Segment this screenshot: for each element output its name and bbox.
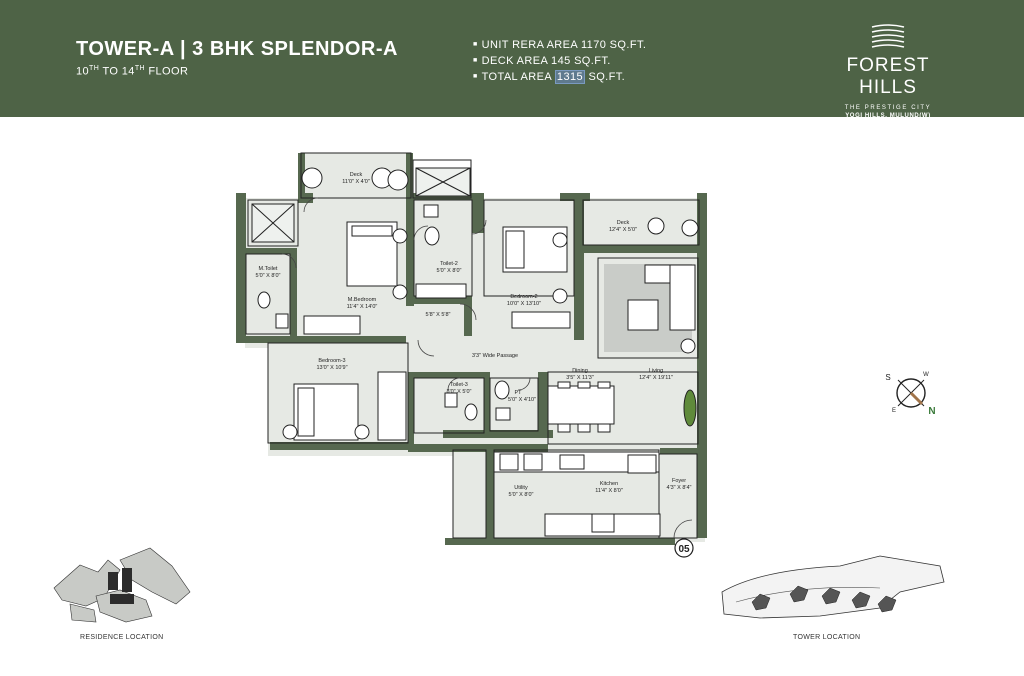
residence-location-map [53,547,191,623]
bedroom-3-label: Bedroom-3 [318,358,345,364]
dining-label: Dining [572,368,588,374]
foyer-label: Foyer [672,478,686,484]
page-title: TOWER-A | 3 BHK SPLENDOR-A [76,38,398,60]
room-labels: Deck 11'0" X 4'0" Deck 12'4" X 5'0" M.To… [256,172,692,498]
door-swings [281,197,693,539]
brand-block: FOREST HILLS THE PRESTIGE CITY YOGI HILL… [826,22,950,119]
compass-s: S [885,373,890,382]
toilet-2-label: Toilet-2 [440,261,458,267]
dining-dim: 3'5" X 11'3" [566,375,594,381]
pt-label: PT [514,390,522,396]
kitchen-dim: 11'4" X 8'0" [595,488,623,494]
fixtures [251,167,699,537]
total-area-value: 1315 [554,70,585,84]
header-bar: TOWER-A | 3 BHK SPLENDOR-A 10TH TO 14TH … [0,0,1024,119]
unit-number: 05 [678,544,690,555]
toilet-2-dim: 5'0" X 8'0" [437,268,462,274]
toilet-3-dim: 8'0" X 5'0" [447,389,472,395]
m-bedroom-dim: 11'4" X 14'0" [347,304,378,310]
utility-dim: 5'0" X 8'0" [509,492,534,498]
compass-n: N [928,406,935,417]
bedroom-2-dim: 10'0" X 13'10" [507,301,541,307]
utility-label: Utility [514,485,528,491]
unit-rera-area: UNIT RERA AREA 1170 SQ.FT. [473,37,646,53]
floor-range: 10TH TO 14TH FLOOR [76,65,189,78]
deck-1-dim: 11'0" X 4'0" [342,179,370,185]
deck-2-dim: 12'4" X 5'0" [609,227,637,233]
deck-2-label: Deck [617,220,630,226]
m-toilet-label: M.Toilet [259,266,278,272]
kitchen-label: Kitchen [600,481,618,487]
bedroom-3-dim: 13'0" X 10'9" [316,365,347,371]
passage-label: 3'3" Wide Passage [472,353,518,359]
tower-location-label: TOWER LOCATION [793,634,861,641]
area-list: UNIT RERA AREA 1170 SQ.FT. DECK AREA 145… [473,37,646,85]
pt-dim: 5'0" X 4'10" [508,397,536,403]
residence-location-label: RESIDENCE LOCATION [80,634,164,641]
m-bedroom-label: M.Bedroom [348,297,377,303]
compass-w: W [923,372,929,378]
corridor-dim: 5'8" X 5'8" [426,312,451,318]
m-toilet-dim: 5'0" X 8'0" [256,273,281,279]
total-area: TOTAL AREA 1315 SQ.FT. [473,69,646,85]
brand-name: FOREST HILLS [846,55,930,98]
tower-location-map [721,555,945,619]
floor-plan: Deck 11'0" X 4'0" Deck 12'4" X 5'0" M.To… [53,152,945,623]
brand-tagline: THE PRESTIGE CITY [844,105,932,111]
living-label: Living [649,368,663,374]
deck-1-label: Deck [350,172,363,178]
compass-icon: S W E N [885,372,935,417]
brand-location: YOGI HILLS, MULUND(W) [845,113,931,119]
toilet-3-label: Toilet-3 [450,382,468,388]
living-dim: 12'4" X 19'11" [639,375,673,381]
deck-area: DECK AREA 145 SQ.FT. [473,53,646,69]
unit-number-badge: 05 [674,538,694,558]
compass-e: E [892,408,896,414]
bedroom-2-label: Bedroom-2 [510,294,537,300]
foyer-dim: 4'3" X 8'4" [667,485,692,491]
forest-waves-logo-icon [871,24,905,48]
